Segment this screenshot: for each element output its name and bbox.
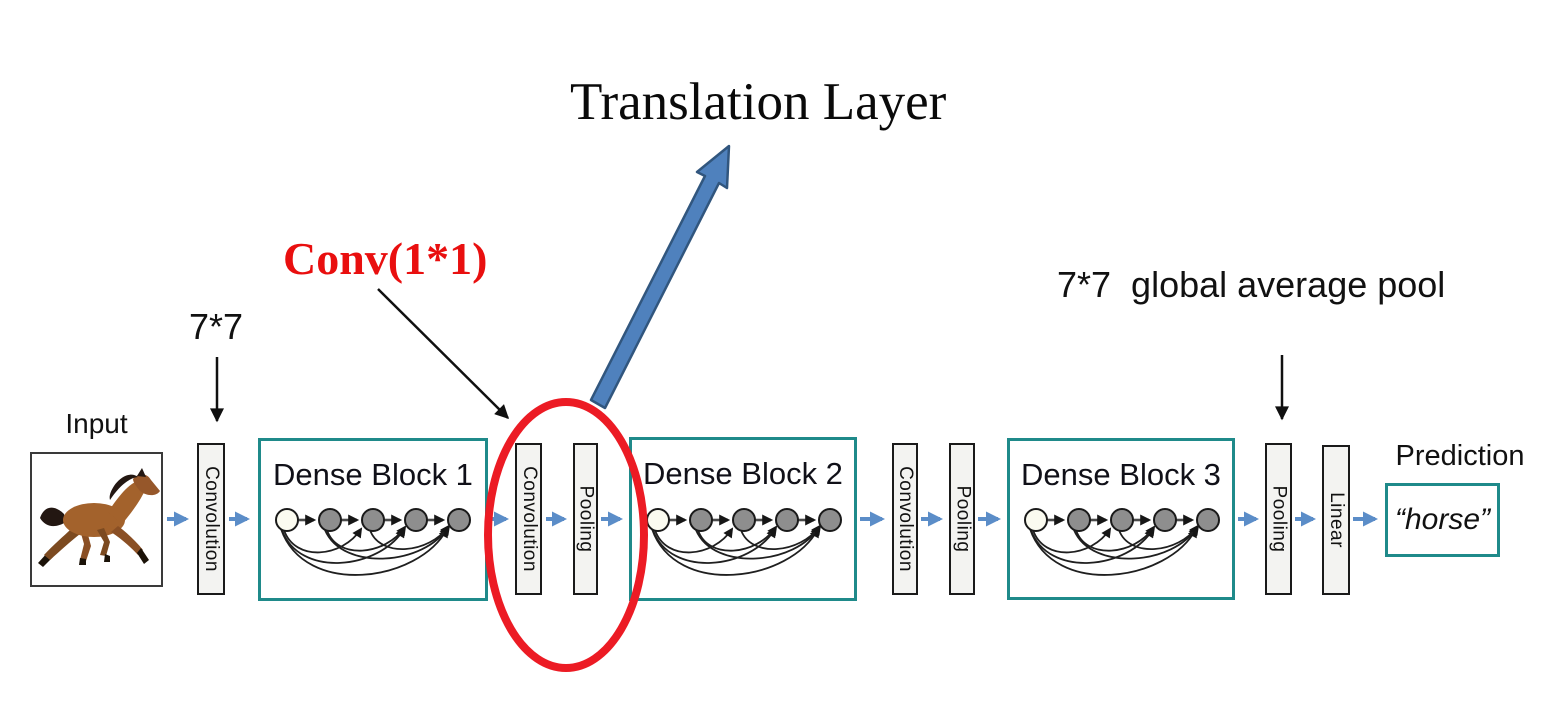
translation-layer-highlight-ellipse	[484, 398, 648, 672]
layer-convolution-1-label: Convolution	[201, 466, 222, 572]
layer-pooling-3: Pooling	[1265, 443, 1292, 595]
input-image-box	[30, 452, 163, 587]
layer-linear-label: Linear	[1326, 492, 1348, 548]
layer-pooling-1-label: Pooling	[575, 485, 597, 553]
dense-block-3-title: Dense Block 3	[1021, 457, 1221, 492]
dense-block-1: Dense Block 1	[258, 438, 488, 601]
layer-pooling-2-label: Pooling	[952, 485, 974, 553]
conv1x1-annotation: Conv(1*1)	[283, 233, 488, 284]
dense-block-2: Dense Block 2	[629, 437, 857, 601]
input-label: Input	[65, 408, 128, 439]
prediction-label: Prediction	[1395, 440, 1525, 472]
layer-convolution-2-label: Convolution	[518, 466, 540, 572]
diagram-title: Translation Layer	[570, 73, 947, 131]
prediction-value: “horse”	[1394, 503, 1491, 536]
translation-layer-arrow	[589, 144, 731, 410]
layer-convolution-1: Convolution	[197, 443, 225, 595]
layer-pooling-3-label: Pooling	[1268, 485, 1290, 553]
layer-convolution-3: Convolution	[892, 443, 918, 595]
conv1x1-arrow	[377, 288, 509, 419]
dense-block-2-title: Dense Block 2	[643, 456, 843, 491]
layer-convolution-2: Convolution	[515, 443, 542, 595]
layer-pooling-1: Pooling	[573, 443, 598, 595]
kernel-7x7-annotation: 7*7	[189, 306, 244, 347]
annotation-arrows	[210, 288, 1289, 423]
global-average-pool-annotation: 7*7 global average pool	[1057, 264, 1446, 305]
layer-convolution-3-label: Convolution	[895, 466, 916, 572]
prediction-box: “horse”	[1385, 483, 1500, 557]
layer-linear: Linear	[1322, 445, 1350, 595]
layer-pooling-2: Pooling	[949, 443, 975, 595]
dense-block-1-title: Dense Block 1	[273, 457, 473, 492]
dense-block-3: Dense Block 3	[1007, 438, 1235, 600]
